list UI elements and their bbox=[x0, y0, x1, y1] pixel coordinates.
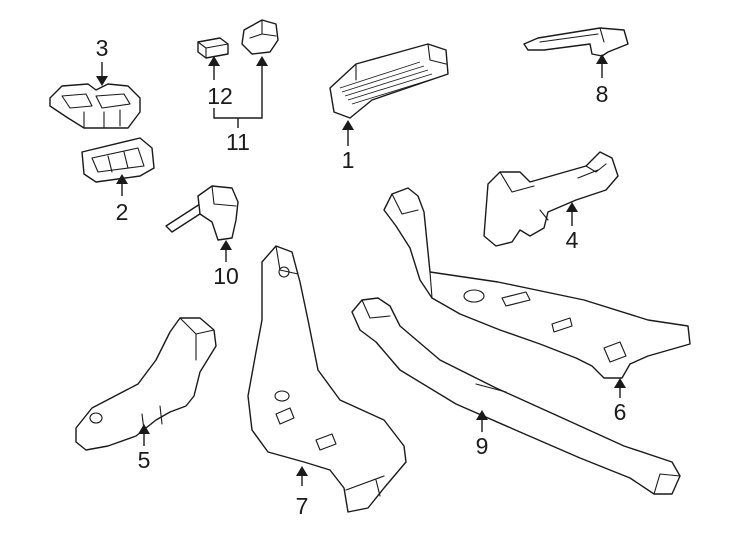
callout-2: 2 bbox=[116, 199, 129, 225]
part-3-vent-bracket bbox=[49, 83, 141, 129]
callout-10: 10 bbox=[213, 263, 239, 289]
callout-1: 1 bbox=[342, 147, 355, 173]
part-7-vertical-duct bbox=[247, 245, 407, 513]
callout-3: 3 bbox=[96, 35, 109, 61]
callout-8: 8 bbox=[596, 81, 609, 107]
leader-lines bbox=[96, 54, 626, 486]
part-6-floor-duct bbox=[383, 187, 691, 379]
part-10-sensor-probe bbox=[165, 185, 239, 241]
part-4-duct-support bbox=[483, 151, 619, 247]
callout-12: 12 bbox=[207, 83, 233, 109]
callout-5: 5 bbox=[138, 447, 151, 473]
callout-7: 7 bbox=[296, 493, 309, 519]
callout-11: 11 bbox=[226, 129, 250, 155]
callout-4: 4 bbox=[566, 227, 579, 253]
part-9-long-duct bbox=[351, 297, 681, 495]
callout-labels: 3 2 12 11 1 8 4 10 6 9 5 7 bbox=[96, 35, 627, 519]
part-11-sensor bbox=[241, 19, 279, 55]
part-8-bracket bbox=[523, 27, 629, 57]
part-1-filter-housing bbox=[329, 43, 449, 119]
part-2-vent-grille bbox=[81, 137, 155, 183]
callout-6: 6 bbox=[614, 399, 627, 425]
part-12-clip bbox=[197, 37, 229, 59]
part-5-front-duct bbox=[75, 317, 217, 451]
callout-9: 9 bbox=[476, 433, 489, 459]
